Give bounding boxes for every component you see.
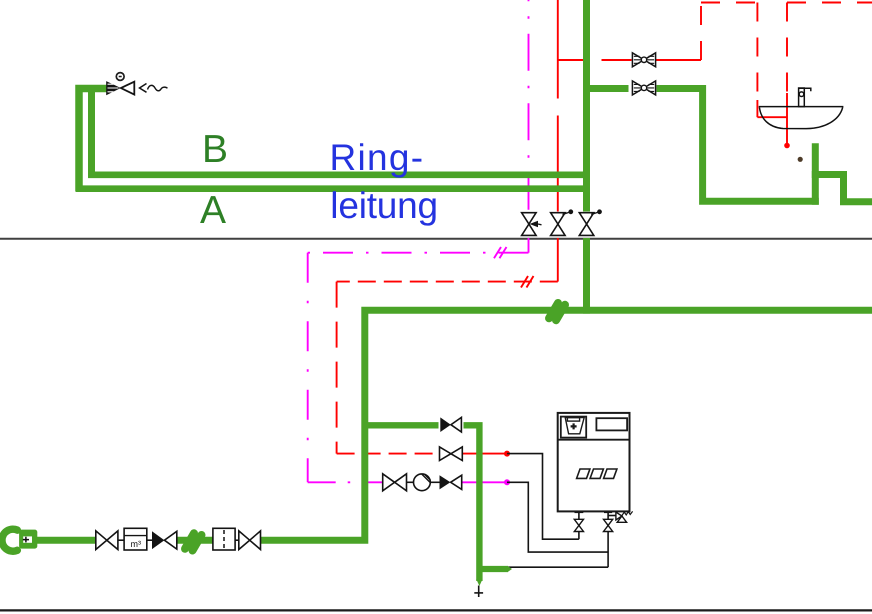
svg-text:m³: m³ <box>131 539 142 549</box>
svg-text:Ring-: Ring- <box>330 137 425 178</box>
svg-text:A: A <box>200 189 226 232</box>
svg-text:leitung: leitung <box>330 185 438 226</box>
svg-text:B: B <box>202 128 228 171</box>
